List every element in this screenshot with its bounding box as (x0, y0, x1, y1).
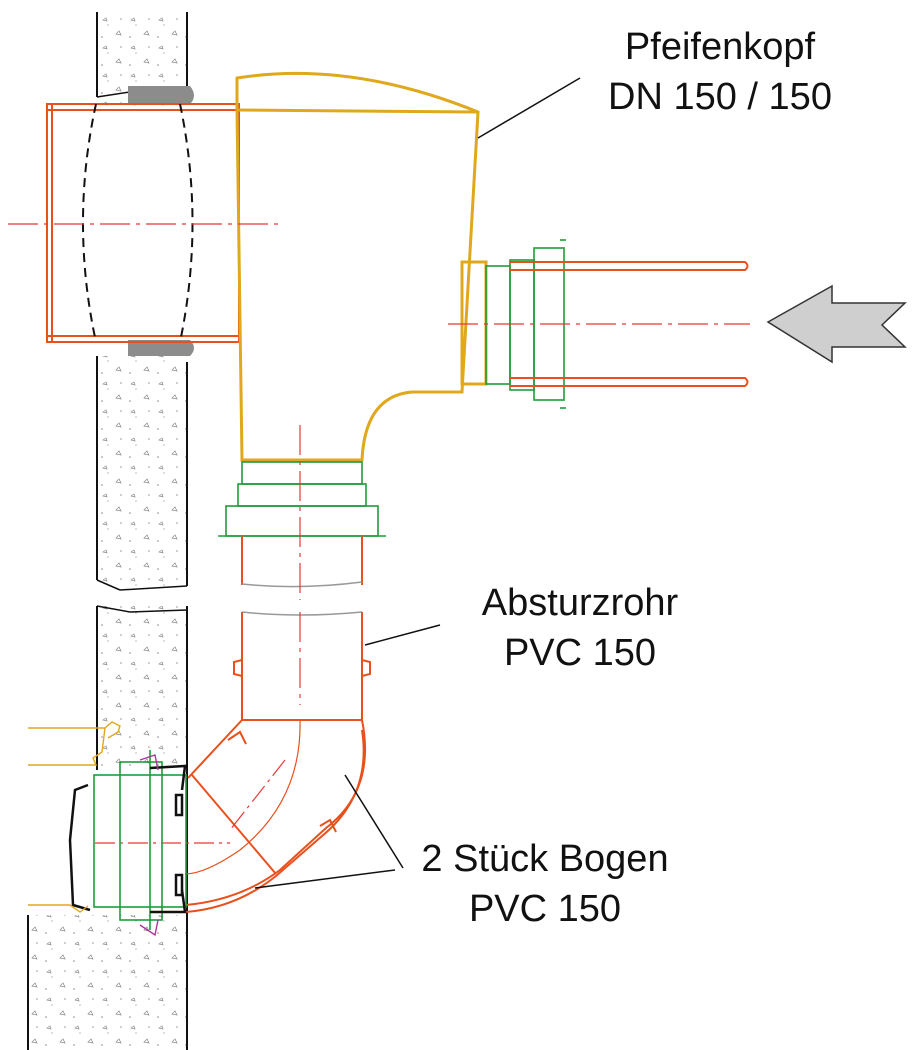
pipe-break-line-lower (241, 611, 363, 616)
outlet-seal (218, 461, 386, 537)
wall-collar-lower (93, 750, 187, 930)
wall-middle (96, 356, 188, 591)
magenta-seal (139, 754, 159, 937)
pipe-break-line-upper (241, 581, 363, 588)
wall-pipe-horizontal (46, 103, 240, 343)
label-absturzrohr-line2: PVC 150 (503, 632, 657, 674)
pfeifenkopf-fitting (235, 71, 488, 462)
wall-cut-dashed (82, 103, 194, 343)
label-absturzrohr: Absturzrohr PVC 150 (455, 578, 705, 678)
absturzrohr-pipe (233, 612, 371, 721)
label-pfeifenkopf: Pfeifenkopf DN 150 / 150 (570, 22, 870, 122)
bogen-elbows (184, 719, 366, 913)
wall-collar-black (68, 764, 187, 914)
label-bogen-line1: 2 Stück Bogen (421, 838, 669, 880)
label-pfeifenkopf-line2: DN 150 / 150 (608, 76, 832, 118)
right-inlet-pipe (510, 261, 749, 387)
channel-lines-left (28, 721, 121, 913)
centerline-elbow (95, 759, 286, 844)
label-bogen: 2 Stück Bogen PVC 150 (405, 834, 685, 934)
label-pfeifenkopf-line1: Pfeifenkopf (624, 26, 816, 68)
outlet-pipe-upper (241, 536, 363, 585)
leader-lines (254, 77, 581, 889)
wall-upper (96, 12, 194, 356)
wall-lower (27, 605, 188, 1050)
label-bogen-line2: PVC 150 (468, 888, 622, 930)
label-absturzrohr-line1: Absturzrohr (481, 582, 679, 624)
arrow-left-icon (766, 284, 907, 364)
